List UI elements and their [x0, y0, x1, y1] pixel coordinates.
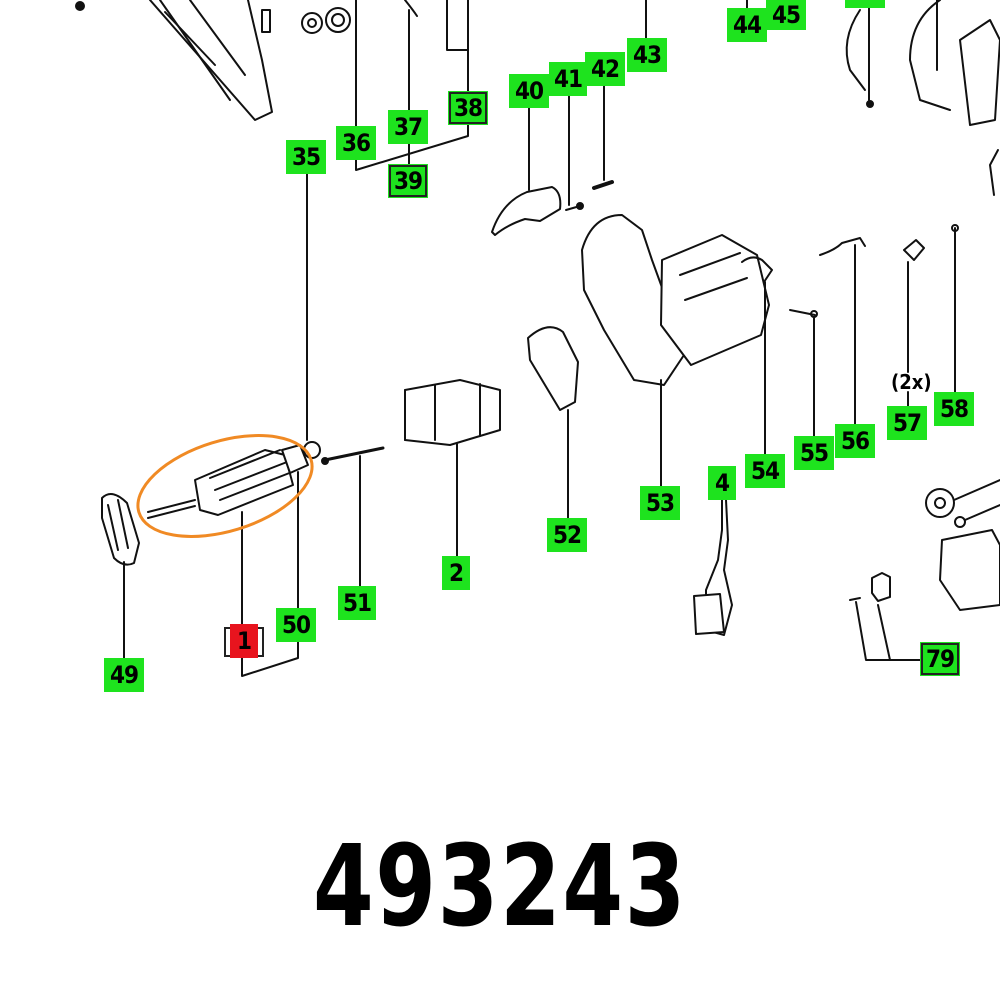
part-label-37[interactable]: 37: [388, 110, 428, 144]
part-label-43[interactable]: 43: [627, 38, 667, 72]
housing-cover-drawing: [75, 0, 418, 121]
part-label-45[interactable]: 45: [766, 0, 806, 30]
part-label-44[interactable]: 44: [727, 8, 767, 42]
stator-drawing: [404, 379, 501, 446]
part-label-55[interactable]: 55: [794, 436, 834, 470]
part-label-42[interactable]: 42: [585, 52, 625, 86]
part-label-79[interactable]: 79: [920, 642, 960, 676]
part-label-39[interactable]: 39: [388, 164, 428, 198]
part-label-52[interactable]: 52: [547, 518, 587, 552]
rotor-armature-drawing: [147, 441, 321, 519]
gear-housing-drawing: [581, 214, 770, 386]
part-label-clipped[interactable]: [845, 0, 885, 8]
part-label-58[interactable]: 58: [934, 392, 974, 426]
part-label-50[interactable]: 50: [276, 608, 316, 642]
part-label-36[interactable]: 36: [336, 126, 376, 160]
part-label-57[interactable]: 57: [887, 406, 927, 440]
part-label-54[interactable]: 54: [745, 454, 785, 488]
part-label-56[interactable]: 56: [835, 424, 875, 458]
part-number: 493243: [312, 822, 688, 952]
part-label-1[interactable]: 1: [230, 624, 258, 658]
part-label-38[interactable]: 38: [448, 91, 488, 125]
quantity-note: (2x): [891, 370, 932, 394]
fan-drawing: [101, 493, 140, 566]
part-label-4[interactable]: 4: [708, 466, 736, 500]
part-label-2[interactable]: 2: [442, 556, 470, 590]
part-label-40[interactable]: 40: [509, 74, 549, 108]
highlight-ellipse: [136, 434, 314, 538]
part-label-53[interactable]: 53: [640, 486, 680, 520]
part-label-35[interactable]: 35: [286, 140, 326, 174]
part-label-41[interactable]: 41: [549, 62, 587, 96]
part-label-51[interactable]: 51: [338, 586, 376, 620]
part-label-49[interactable]: 49: [104, 658, 144, 692]
